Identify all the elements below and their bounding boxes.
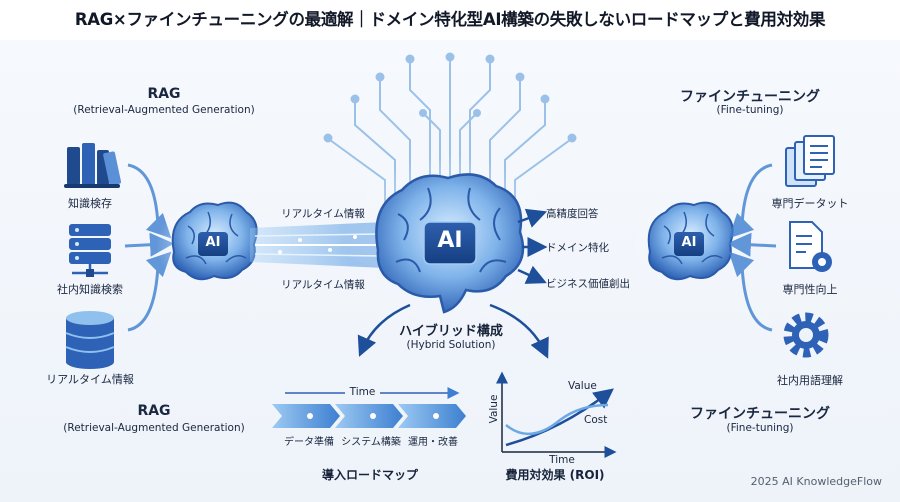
books-icon	[64, 143, 122, 188]
left-brain	[156, 201, 268, 289]
roi-caption: 費用対効果 (ROI)	[505, 468, 605, 482]
roi-chart	[496, 371, 617, 458]
stream-label-top: リアルタイム情報	[281, 208, 365, 220]
roi-series-cost-label: Cost	[584, 414, 608, 426]
page-title: RAG×ファインチューニングの最適解｜ドメイン特化型AI構築の失敗しないロードマ…	[74, 10, 826, 29]
roi-value-curve	[505, 388, 614, 447]
bottom-left-heading: RAG	[137, 403, 171, 419]
left-heading: RAG	[147, 86, 181, 102]
left-source-label-3: リアルタイム情報	[46, 373, 134, 386]
server-icon	[69, 224, 111, 277]
right-brain	[632, 201, 744, 289]
right-heading: ファインチューニング	[680, 89, 820, 105]
right-source-label-1: 専門データット	[771, 197, 849, 210]
output-label-1: 高精度回答	[546, 208, 599, 220]
right-source-label-3: 社内用語理解	[777, 374, 843, 387]
roi-cost-curve	[505, 403, 609, 436]
left-source-label-2: 社内知識検索	[57, 283, 123, 296]
right-source-label-2: 専門性向上	[782, 283, 838, 296]
right-subheading: (Fine-tuning)	[716, 104, 784, 116]
bottom-right-heading: ファインチューニング	[690, 406, 830, 422]
center-brain-chip-label: AI	[437, 228, 463, 253]
right-inflow-arrows	[727, 163, 777, 332]
left-source-label-1: 知識検存	[68, 197, 112, 210]
roi-y-label: Value	[488, 394, 500, 424]
roadmap-caption: 導入ロードマップ	[321, 468, 418, 482]
stream-label-bottom: リアルタイム情報	[281, 279, 365, 291]
output-label-2: ドメイン特化	[546, 242, 609, 254]
output-arrows	[517, 208, 548, 284]
right-brain-chip-label: AI	[681, 235, 697, 250]
documents-icon	[785, 135, 835, 187]
bottom-left-subheading: (Retrieval-Augmented Generation)	[63, 422, 245, 434]
roadmap-step-1: データ準備	[284, 437, 334, 448]
roi-series-value-label: Value	[568, 380, 597, 392]
output-label-3: ビジネス価値創出	[546, 278, 630, 290]
hybrid-arrows	[357, 303, 549, 359]
gear-icon	[783, 312, 829, 358]
roadmap-time-label: Time	[349, 386, 376, 398]
database-icon	[65, 311, 115, 369]
roadmap-chevrons	[272, 404, 466, 428]
roadmap-step-3: 運用・改善	[408, 437, 458, 448]
roi-x-label: Time	[549, 454, 575, 466]
left-subheading: (Retrieval-Augmented Generation)	[73, 104, 255, 116]
bottom-right-subheading: (Fine-tuning)	[726, 422, 794, 434]
left-brain-chip-label: AI	[205, 235, 221, 250]
center-brain	[345, 155, 555, 325]
credit-text: 2025 AI KnowledgeFlow	[750, 475, 882, 488]
hybrid-subtitle: (Hybrid Solution)	[406, 339, 496, 351]
roadmap-step-2: システム構築	[341, 437, 401, 448]
document-gear-icon	[789, 221, 832, 272]
hybrid-title: ハイブリッド構成	[399, 324, 503, 339]
